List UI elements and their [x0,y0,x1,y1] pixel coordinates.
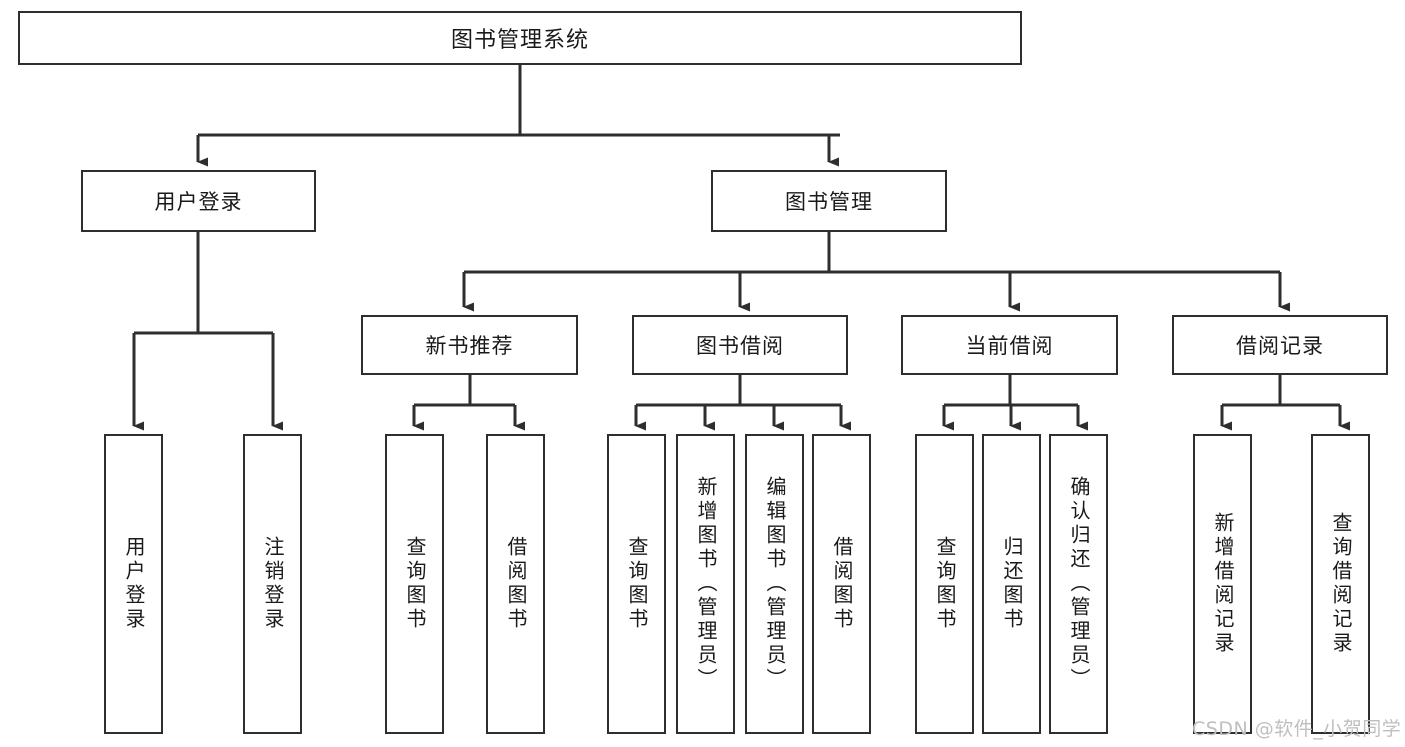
leaf-book-borrow-borrow[interactable]: 借阅图书 [812,434,871,734]
leaf-book-borrow-add[interactable]: 新增图书（管理员） [676,434,735,734]
node-label: 查询图书 [625,536,649,632]
leaf-book-borrow-query[interactable]: 查询图书 [607,434,666,734]
node-current-borrow[interactable]: 当前借阅 [901,315,1118,375]
leaf-new-book-borrow[interactable]: 借阅图书 [486,434,545,734]
node-label: 新增借阅记录 [1211,512,1235,656]
node-book-borrow[interactable]: 图书借阅 [632,315,848,375]
csdn-watermark: CSDN @软件_小贺同学 [1192,714,1401,741]
leaf-book-borrow-edit[interactable]: 编辑图书（管理员） [745,434,804,734]
node-label: 新书推荐 [425,334,514,358]
node-borrow-record[interactable]: 借阅记录 [1172,315,1388,375]
node-root-system[interactable]: 图书管理系统 [18,11,1022,65]
leaf-user-login-logout[interactable]: 注销登录 [243,434,302,734]
node-label: 图书管理 [785,190,873,214]
node-label: 借阅图书 [830,536,854,632]
node-label: 新增图书（管理员） [694,476,718,692]
leaf-current-borrow-return[interactable]: 归还图书 [982,434,1041,734]
node-label: 借阅记录 [1236,334,1324,358]
node-label: 当前借阅 [965,334,1054,358]
leaf-borrow-record-query[interactable]: 查询借阅记录 [1311,434,1370,734]
node-label: 图书借阅 [696,334,784,358]
leaf-current-borrow-query[interactable]: 查询图书 [915,434,974,734]
node-label: 编辑图书（管理员） [763,476,787,692]
node-user-login[interactable]: 用户登录 [81,170,316,232]
node-new-book-recommend[interactable]: 新书推荐 [361,315,578,375]
node-label: 归还图书 [1000,536,1024,632]
node-label: 用户登录 [122,536,146,632]
node-label: 查询借阅记录 [1329,512,1353,656]
leaf-user-login-login[interactable]: 用户登录 [104,434,163,734]
node-book-management[interactable]: 图书管理 [711,170,947,232]
watermark-text: CSDN @软件_小贺同学 [1192,718,1402,740]
node-label: 确认归还（管理员） [1067,476,1091,692]
node-label: 图书管理系统 [450,28,589,53]
node-label: 注销登录 [261,536,285,632]
node-label: 查询图书 [933,536,957,632]
leaf-new-book-query[interactable]: 查询图书 [385,434,444,734]
leaf-current-borrow-confirm-return[interactable]: 确认归还（管理员） [1049,434,1108,734]
leaf-borrow-record-add[interactable]: 新增借阅记录 [1193,434,1252,734]
node-label: 借阅图书 [504,536,528,632]
node-label: 查询图书 [403,536,427,632]
node-label: 用户登录 [154,190,243,214]
